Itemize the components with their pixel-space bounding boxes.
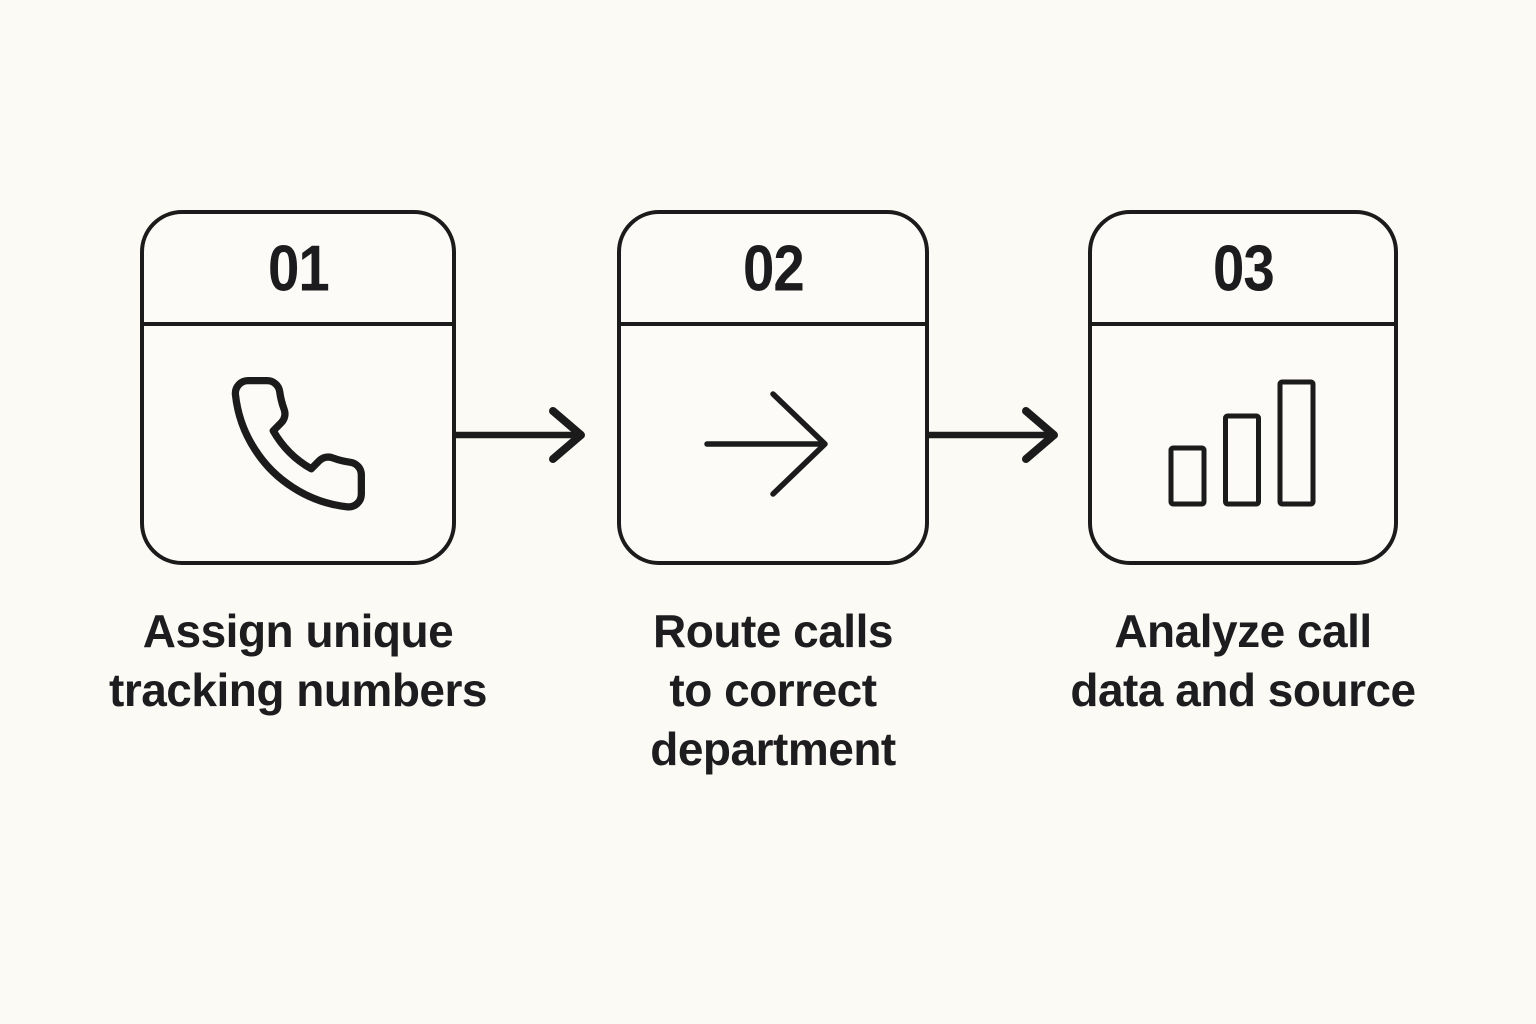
step-3-label: Analyze call data and source [1038, 602, 1448, 720]
connector-arrow-2 [926, 407, 1058, 463]
step-card-1: 01 [140, 210, 456, 565]
step-1-label-line-1: Assign unique [142, 605, 454, 657]
step-1-number: 01 [267, 231, 330, 305]
step-1-header: 01 [144, 214, 452, 326]
step-3-header: 03 [1092, 214, 1394, 326]
step-2-label-line-1: Route calls [653, 605, 893, 657]
step-1-label-line-2: tracking numbers [109, 664, 488, 716]
step-2-label: Route calls to correct department [622, 602, 924, 779]
step-3-number: 03 [1212, 231, 1275, 305]
step-2-label-line-3: department [650, 723, 896, 775]
step-2-icon-area [621, 326, 925, 561]
arrow-right-icon [704, 390, 828, 497]
phone-icon [231, 376, 365, 510]
step-1-label: Assign unique tracking numbers [98, 602, 498, 720]
step-3-label-line-2: data and source [1070, 664, 1416, 716]
step-2-number: 02 [742, 231, 805, 305]
step-card-2: 02 [617, 210, 929, 565]
step-2-label-line-2: to correct [669, 664, 877, 716]
connector-arrow-1 [453, 407, 585, 463]
step-card-3: 03 [1088, 210, 1398, 565]
step-2-header: 02 [621, 214, 925, 326]
bar-chart-icon [1168, 379, 1316, 506]
step-3-icon-area [1092, 326, 1394, 561]
step-3-label-line-1: Analyze call [1114, 605, 1372, 657]
step-1-icon-area [144, 326, 452, 561]
